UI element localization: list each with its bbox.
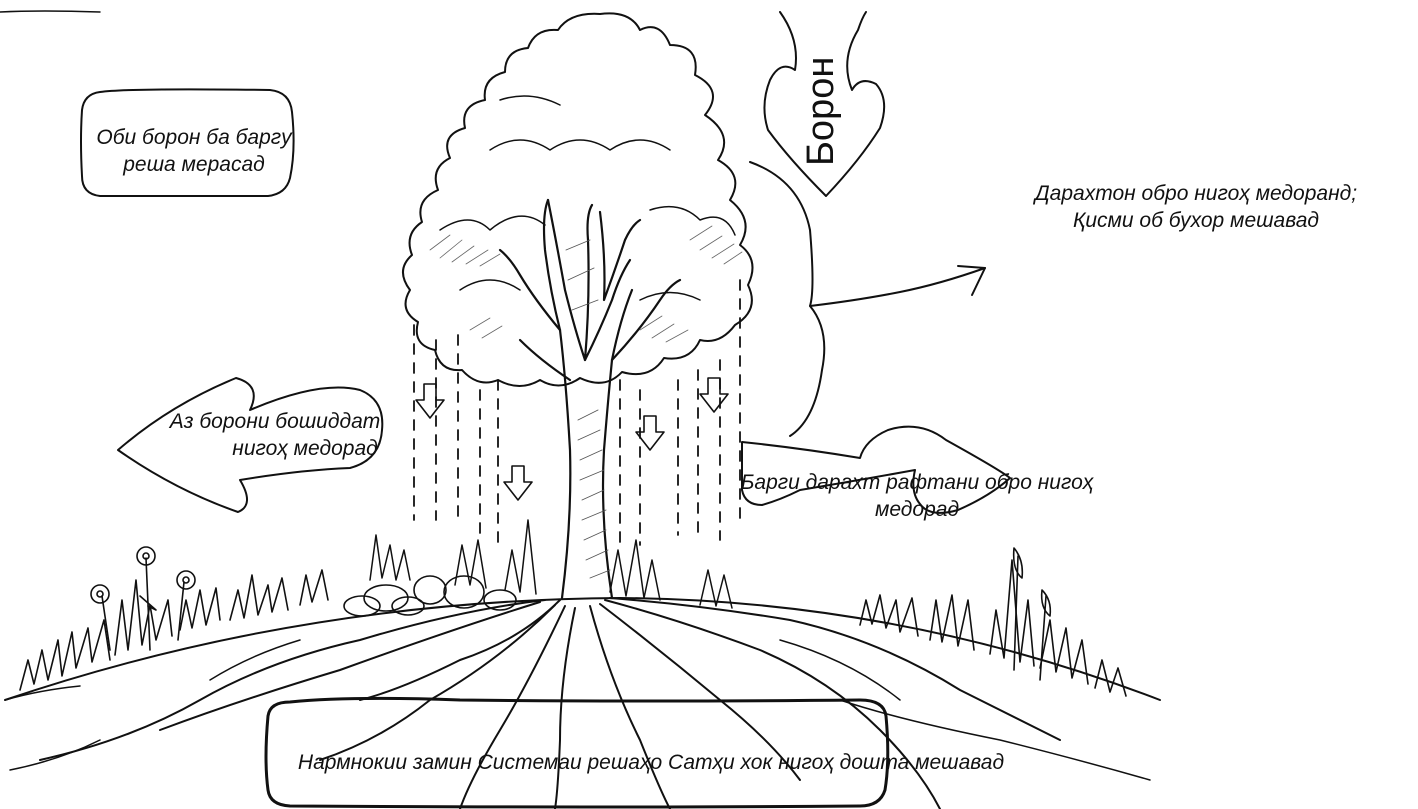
label-leaves-reach-line1: Оби борон ба баргу (82, 124, 306, 151)
canopy-shading (430, 226, 742, 342)
rain-lines (414, 280, 740, 545)
label-heavy-rain-line2: нигоҳ медорад (150, 435, 400, 462)
evaporation-arrow (750, 162, 985, 436)
label-rain: Борон (800, 57, 843, 166)
label-trees-hold-line2: Қисми об бухор мешавад (985, 207, 1407, 234)
grass-right (860, 560, 1126, 696)
label-ground: Нармнокии замин Системаи решаҳо Сатҳи хо… (196, 749, 1106, 776)
grass-left (20, 570, 328, 690)
drop-arrows (416, 378, 728, 500)
rocks (344, 576, 516, 616)
label-fallen-leaves-line2: медорад (712, 496, 1122, 523)
corner-stroke (0, 11, 100, 12)
label-trees-hold-line1: Дарахтон обро нигоҳ медоранд; (985, 180, 1407, 207)
label-leaves-reach-line2: реша мерасад (82, 151, 306, 178)
ground-hill (5, 598, 1160, 700)
tree-canopy (403, 13, 753, 386)
label-heavy-rain: Аз борони бошиддат нигоҳ медорад (150, 408, 400, 462)
label-fallen-leaves-line1: Барги дарахт рафтани обро нигоҳ (712, 469, 1122, 496)
tree-roots (10, 598, 1150, 809)
label-fallen-leaves: Барги дарахт рафтани обро нигоҳ медорад (712, 469, 1122, 523)
label-heavy-rain-line1: Аз борони бошиддат (150, 408, 400, 435)
tree-trunk (500, 200, 680, 598)
label-leaves-reach: Оби борон ба баргу реша мерасад (82, 124, 306, 178)
label-trees-hold: Дарахтон обро нигоҳ медоранд; Қисми об б… (985, 180, 1407, 234)
